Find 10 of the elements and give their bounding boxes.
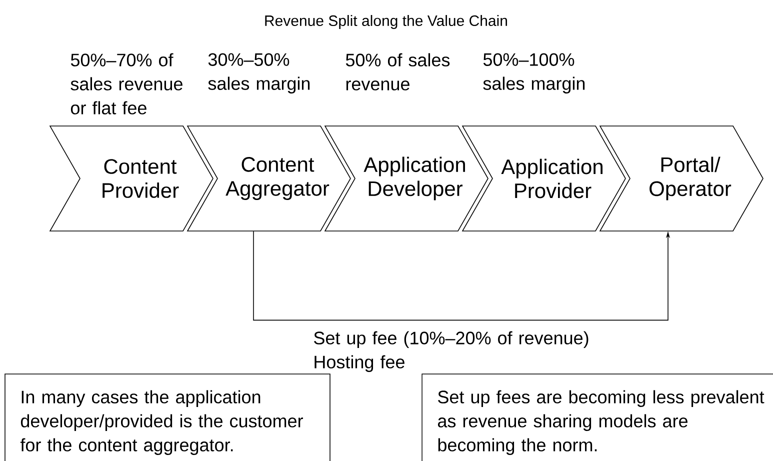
share-label: 50%–70% of sales revenue or flat fee	[70, 53, 182, 114]
chevron-box: Content Provider	[49, 126, 214, 232]
share-label: 30%–50% sales margin	[208, 53, 310, 94]
chevron-box: Content Aggregator	[186, 126, 351, 232]
note-box: In many cases the application developer/provided is the customer for the content aggregator.	[4, 374, 330, 461]
share-label: 50%–100% sales margin	[483, 53, 585, 94]
edge-label: Set up fee (10%–20% of revenue) Hosting fee	[314, 331, 588, 372]
title: Revenue Split along the Value Chain	[265, 15, 507, 29]
share-label: 50% of sales revenue	[346, 53, 450, 90]
note-box: Set up fees are becoming less prevalent as revenue sharing models are becoming the norm.	[422, 374, 773, 461]
